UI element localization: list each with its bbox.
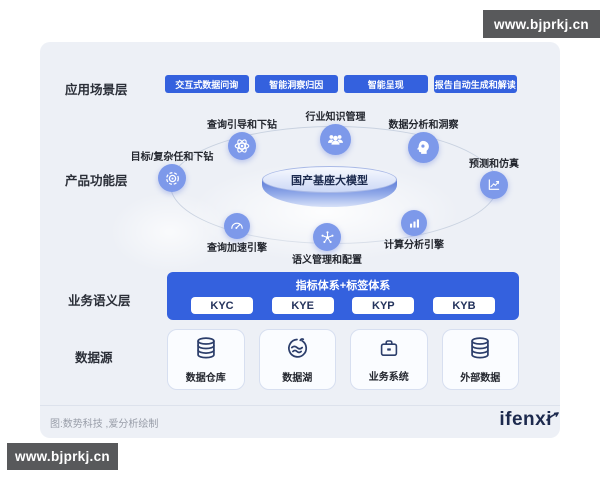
card-data-warehouse: 数据仓库 <box>167 329 245 390</box>
layer-label-product: 产品功能层 <box>65 174 128 188</box>
database-icon <box>467 335 493 366</box>
pill-kye: KYE <box>271 297 334 314</box>
app-chip-report-generation: 报告自动生成和解读 <box>433 75 517 93</box>
node-data-analysis-insight: 数据分析和洞察 <box>389 120 459 163</box>
watermark-bottom: www.bjprkj.cn <box>7 443 118 470</box>
users-icon <box>320 124 351 155</box>
node-query-guidance: 查询引导和下钻 <box>207 120 277 160</box>
briefcase-icon <box>377 336 401 365</box>
application-chip-row: 交互式数据问询 智能洞察归因 智能呈现 报告自动生成和解读 <box>165 75 517 93</box>
card-data-lake: 数据湖 <box>258 329 336 390</box>
card-label: 外部数据 <box>460 373 501 384</box>
ifenxi-logo: ifenxi <box>499 409 559 431</box>
pill-kyc: KYC <box>191 297 253 314</box>
foundation-model-cylinder: 国产基座大模型 <box>262 166 397 212</box>
speedometer-icon <box>224 213 250 239</box>
foundation-model-label: 国产基座大模型 <box>291 174 368 187</box>
footer-divider <box>40 405 560 406</box>
card-label: 数据仓库 <box>185 373 226 384</box>
node-prediction-simulation-label: 预测和仿真 <box>469 159 519 170</box>
card-business-system: 业务系统 <box>350 329 428 390</box>
node-compute-engine: 计算分析引擎 <box>384 210 444 251</box>
node-goal-drilldown: 目标/复杂任和下钻 <box>131 152 213 192</box>
node-industry-knowledge-label: 行业知识管理 <box>305 112 366 123</box>
watermark-top: www.bjprkj.cn <box>483 10 600 38</box>
app-chip-interactive-query: 交互式数据问询 <box>165 75 249 93</box>
atom-icon <box>228 132 256 160</box>
node-goal-drilldown-label: 目标/复杂任和下钻 <box>130 152 214 163</box>
node-query-guidance-label: 查询引导和下钻 <box>207 120 277 131</box>
hub-icon <box>313 223 341 251</box>
logo-swoosh-icon <box>546 405 559 427</box>
datasource-card-row: 数据仓库 数据湖 <box>167 329 519 390</box>
figure-caption: 图:数势科技 ,爱分析绘制 <box>50 419 159 430</box>
semantic-system-box: 指标体系+标签体系 KYC KYE KYP KYB <box>167 272 519 320</box>
node-compute-engine-label: 计算分析引擎 <box>384 240 444 251</box>
layer-label-application: 应用场景层 <box>65 83 128 97</box>
node-industry-knowledge: 行业知识管理 <box>306 112 366 155</box>
node-semantic-management-label: 语义管理和配置 <box>292 255 362 266</box>
bars-engine-icon <box>401 210 427 236</box>
target-icon <box>158 164 186 192</box>
trend-chart-icon <box>480 171 508 199</box>
card-label: 业务系统 <box>368 372 409 383</box>
layer-label-semantic: 业务语义层 <box>68 294 131 308</box>
card-label: 数据湖 <box>282 373 313 384</box>
node-prediction-simulation: 预测和仿真 <box>469 159 519 199</box>
database-icon <box>193 335 219 366</box>
diagram-panel: 应用场景层 产品功能层 业务语义层 数据源 交互式数据问询 智能洞察归因 智能呈… <box>40 42 560 438</box>
semantic-pill-row: KYC KYE KYP KYB <box>167 293 519 314</box>
pill-kyb: KYB <box>432 297 495 314</box>
card-external-data: 外部数据 <box>441 329 519 390</box>
node-query-acceleration-label: 查询加速引擎 <box>207 243 267 254</box>
app-chip-smart-presentation: 智能呈现 <box>344 75 428 93</box>
cylinder-top: 国产基座大模型 <box>262 166 397 193</box>
pill-kyp: KYP <box>352 297 415 314</box>
layer-label-datasource: 数据源 <box>75 351 113 365</box>
node-query-acceleration: 查询加速引擎 <box>207 213 267 254</box>
ifenxi-logo-text: ifenxi <box>499 409 552 430</box>
semantic-system-title: 指标体系+标签体系 <box>295 280 391 292</box>
mind-icon <box>408 132 439 163</box>
node-semantic-management: 语义管理和配置 <box>292 223 362 266</box>
app-chip-insight-attribution: 智能洞察归因 <box>254 75 338 93</box>
data-lake-icon <box>284 335 310 366</box>
node-data-analysis-insight-label: 数据分析和洞察 <box>388 120 459 131</box>
